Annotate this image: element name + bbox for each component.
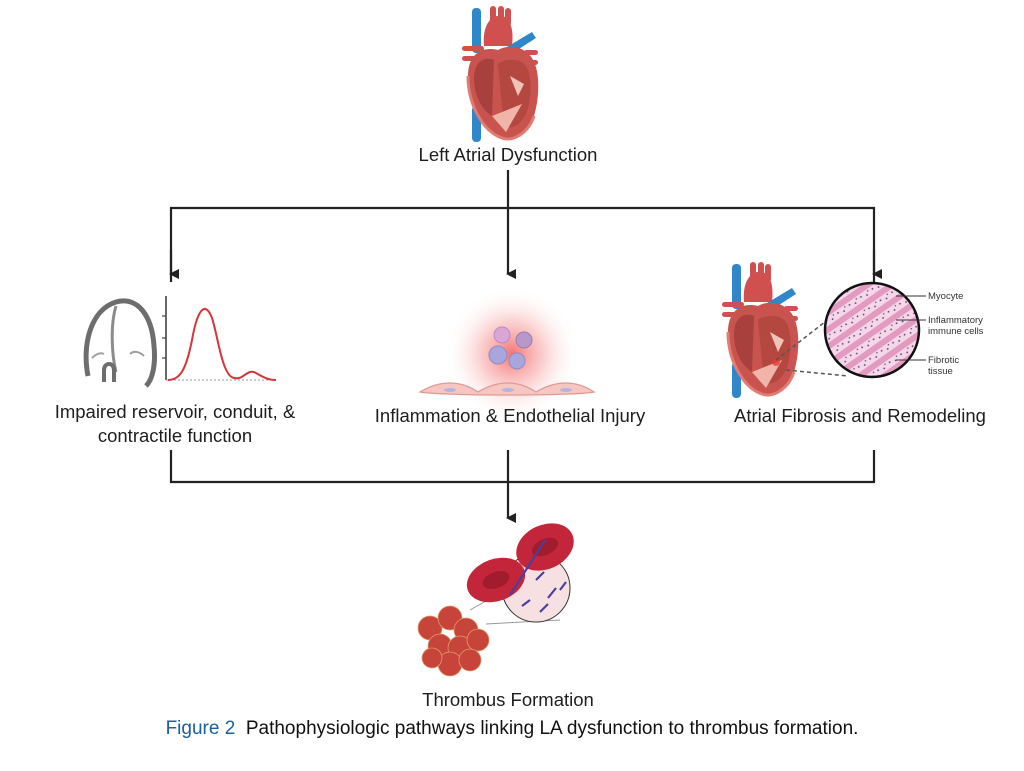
fibrin-clot xyxy=(417,605,490,677)
strain-curve-line xyxy=(167,307,277,381)
histology-circle-icon xyxy=(775,281,926,379)
node-label: Inflammation & Endothelial Injury xyxy=(374,405,646,426)
atrium-outline-icon xyxy=(83,298,157,388)
thrombus-icon xyxy=(417,523,574,677)
connector-top-branch xyxy=(169,206,876,282)
top-heart-icon xyxy=(460,4,540,144)
node-label-line-2: contractile function xyxy=(97,425,253,446)
node-label: Left Atrial Dysfunction xyxy=(418,144,598,165)
node-thrombus-formation: Thrombus Formation xyxy=(358,688,658,712)
node-left-atrial-dysfunction: Left Atrial Dysfunction xyxy=(358,143,658,167)
annotation-fibrotic-tissue: Fibrotic tissue xyxy=(928,355,960,377)
strain-curve-chart xyxy=(162,296,277,381)
annotation-myocyte: Myocyte xyxy=(928,291,964,302)
connector-bottom-branch xyxy=(169,450,876,484)
node-impaired-function: Impaired reservoir, conduit, & contracti… xyxy=(20,400,330,448)
figure-caption: Figure 2 Pathophysiologic pathways linki… xyxy=(0,718,1024,740)
node-label: Atrial Fibrosis and Remodeling xyxy=(734,405,986,426)
inflammation-icon xyxy=(418,286,596,422)
fibrosis-heart-icon xyxy=(720,260,800,400)
caption-text: Pathophysiologic pathways linking LA dys… xyxy=(245,718,859,739)
node-label-line-1: Impaired reservoir, conduit, & xyxy=(54,401,296,422)
node-inflammation: Inflammation & Endothelial Injury xyxy=(340,404,680,428)
node-atrial-fibrosis: Atrial Fibrosis and Remodeling xyxy=(700,404,1020,428)
annotation-inflammatory-cells: Inflammatory immune cells xyxy=(928,315,984,337)
node-label: Thrombus Formation xyxy=(422,689,594,710)
figure-number: Figure 2 xyxy=(165,718,236,739)
connector-lines xyxy=(169,170,882,523)
